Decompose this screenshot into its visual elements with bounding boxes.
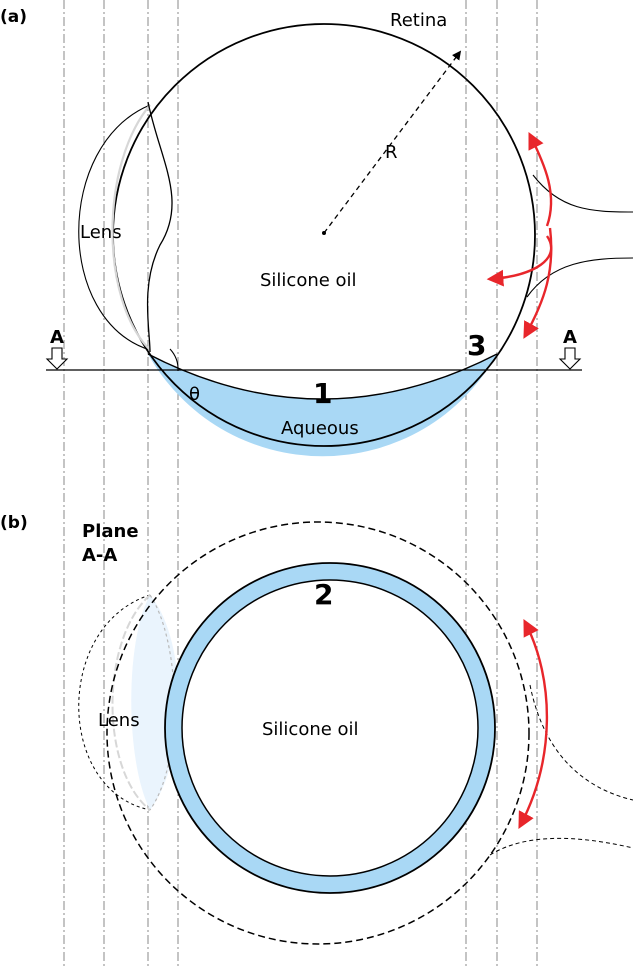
marker-3: 3 (467, 329, 486, 362)
lens-outline-dashed (78, 594, 151, 811)
silicone-oil-label-b: Silicone oil (262, 719, 359, 740)
section-arrow-right-icon (558, 347, 582, 370)
panel-b: (b) Plane A-A Lens Silicone oil 2 (0, 513, 633, 945)
red-arrow-mid (486, 235, 553, 287)
optic-nerve-lower (526, 257, 633, 298)
marker-2: 2 (314, 578, 333, 611)
silicone-oil-core (181, 579, 479, 877)
lens-capsule (146, 101, 173, 353)
radius-label: R (385, 142, 398, 163)
optic-nerve-upper-dashed (529, 684, 633, 801)
silicone-oil-label: Silicone oil (260, 270, 357, 291)
contact-angle-arc (169, 348, 179, 372)
theta-label: θ (189, 384, 200, 405)
radius-line (323, 50, 462, 234)
optic-nerve-upper (532, 174, 633, 213)
retina-label: Retina (390, 10, 447, 31)
panel-a-tag: (a) (0, 7, 27, 27)
section-arrow-left-icon (45, 347, 69, 370)
red-arrow-lower (523, 227, 553, 339)
aqueous-label: Aqueous (281, 418, 359, 439)
marker-1: 1 (313, 377, 332, 410)
panel-b-tag: (b) (0, 513, 28, 533)
section-label-right: A (563, 327, 577, 348)
optic-nerve-lower-dashed (489, 837, 633, 856)
plane-label-line1: Plane (82, 521, 139, 542)
plane-label-line2: A-A (82, 545, 117, 566)
aqueous-region (148, 354, 497, 457)
guide-lines (63, 0, 538, 966)
lens-label: Lens (80, 222, 122, 243)
lens-label-b: Lens (98, 710, 140, 731)
red-arrow-upper (528, 131, 553, 227)
panel-a: (a) A A Retina R Lens Silicone oil (0, 7, 633, 457)
lens-inner-dashed (111, 594, 151, 811)
lens-outline (78, 104, 151, 351)
lens-inner-edge (111, 104, 151, 351)
aqueous-meniscus (147, 353, 498, 400)
red-arrow-double (518, 619, 549, 829)
section-label-left: A (50, 327, 64, 348)
